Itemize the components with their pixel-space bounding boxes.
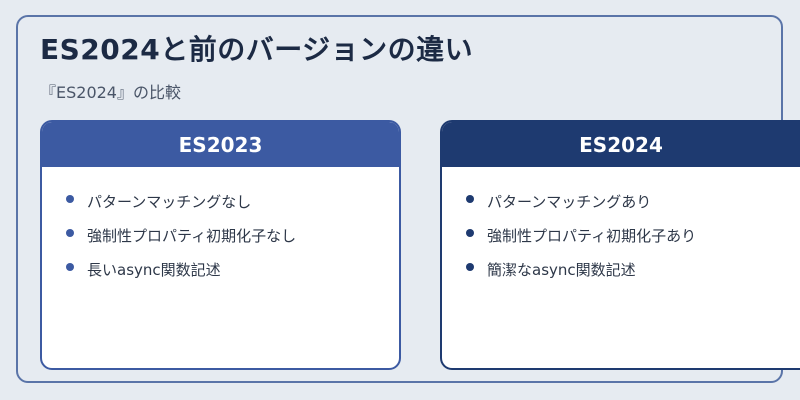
page-title: ES2024と前のバージョンの違い [40, 33, 474, 66]
bullet-icon [66, 195, 74, 203]
list-item-label: パターンマッチングあり [487, 192, 652, 211]
list-item: パターンマッチングあり [466, 184, 800, 218]
bullet-icon [466, 229, 474, 237]
card-header-es2023: ES2023 [42, 122, 399, 167]
feature-list-es2023: パターンマッチングなし 強制性プロパティ初期化子なし 長いasync関数記述 [42, 167, 399, 286]
card-es2023: ES2023 パターンマッチングなし 強制性プロパティ初期化子なし 長いasyn… [40, 120, 401, 370]
list-item: 簡潔なasync関数記述 [466, 252, 800, 286]
list-item: 長いasync関数記述 [66, 252, 399, 286]
card-es2024: ES2024 パターンマッチングあり 強制性プロパティ初期化子あり 簡潔なasy… [440, 120, 800, 370]
list-item: パターンマッチングなし [66, 184, 399, 218]
bullet-icon [466, 195, 474, 203]
card-header-es2024: ES2024 [442, 122, 800, 167]
list-item: 強制性プロパティ初期化子なし [66, 218, 399, 252]
bullet-icon [466, 263, 474, 271]
list-item: 強制性プロパティ初期化子あり [466, 218, 800, 252]
feature-list-es2024: パターンマッチングあり 強制性プロパティ初期化子あり 簡潔なasync関数記述 [442, 167, 800, 286]
list-item-label: 強制性プロパティ初期化子なし [87, 226, 297, 245]
list-item-label: パターンマッチングなし [87, 192, 252, 211]
page-subtitle: 『ES2024』の比較 [40, 83, 181, 102]
list-item-label: 強制性プロパティ初期化子あり [487, 226, 697, 245]
list-item-label: 簡潔なasync関数記述 [487, 260, 636, 279]
list-item-label: 長いasync関数記述 [87, 260, 221, 279]
bullet-icon [66, 263, 74, 271]
bullet-icon [66, 229, 74, 237]
